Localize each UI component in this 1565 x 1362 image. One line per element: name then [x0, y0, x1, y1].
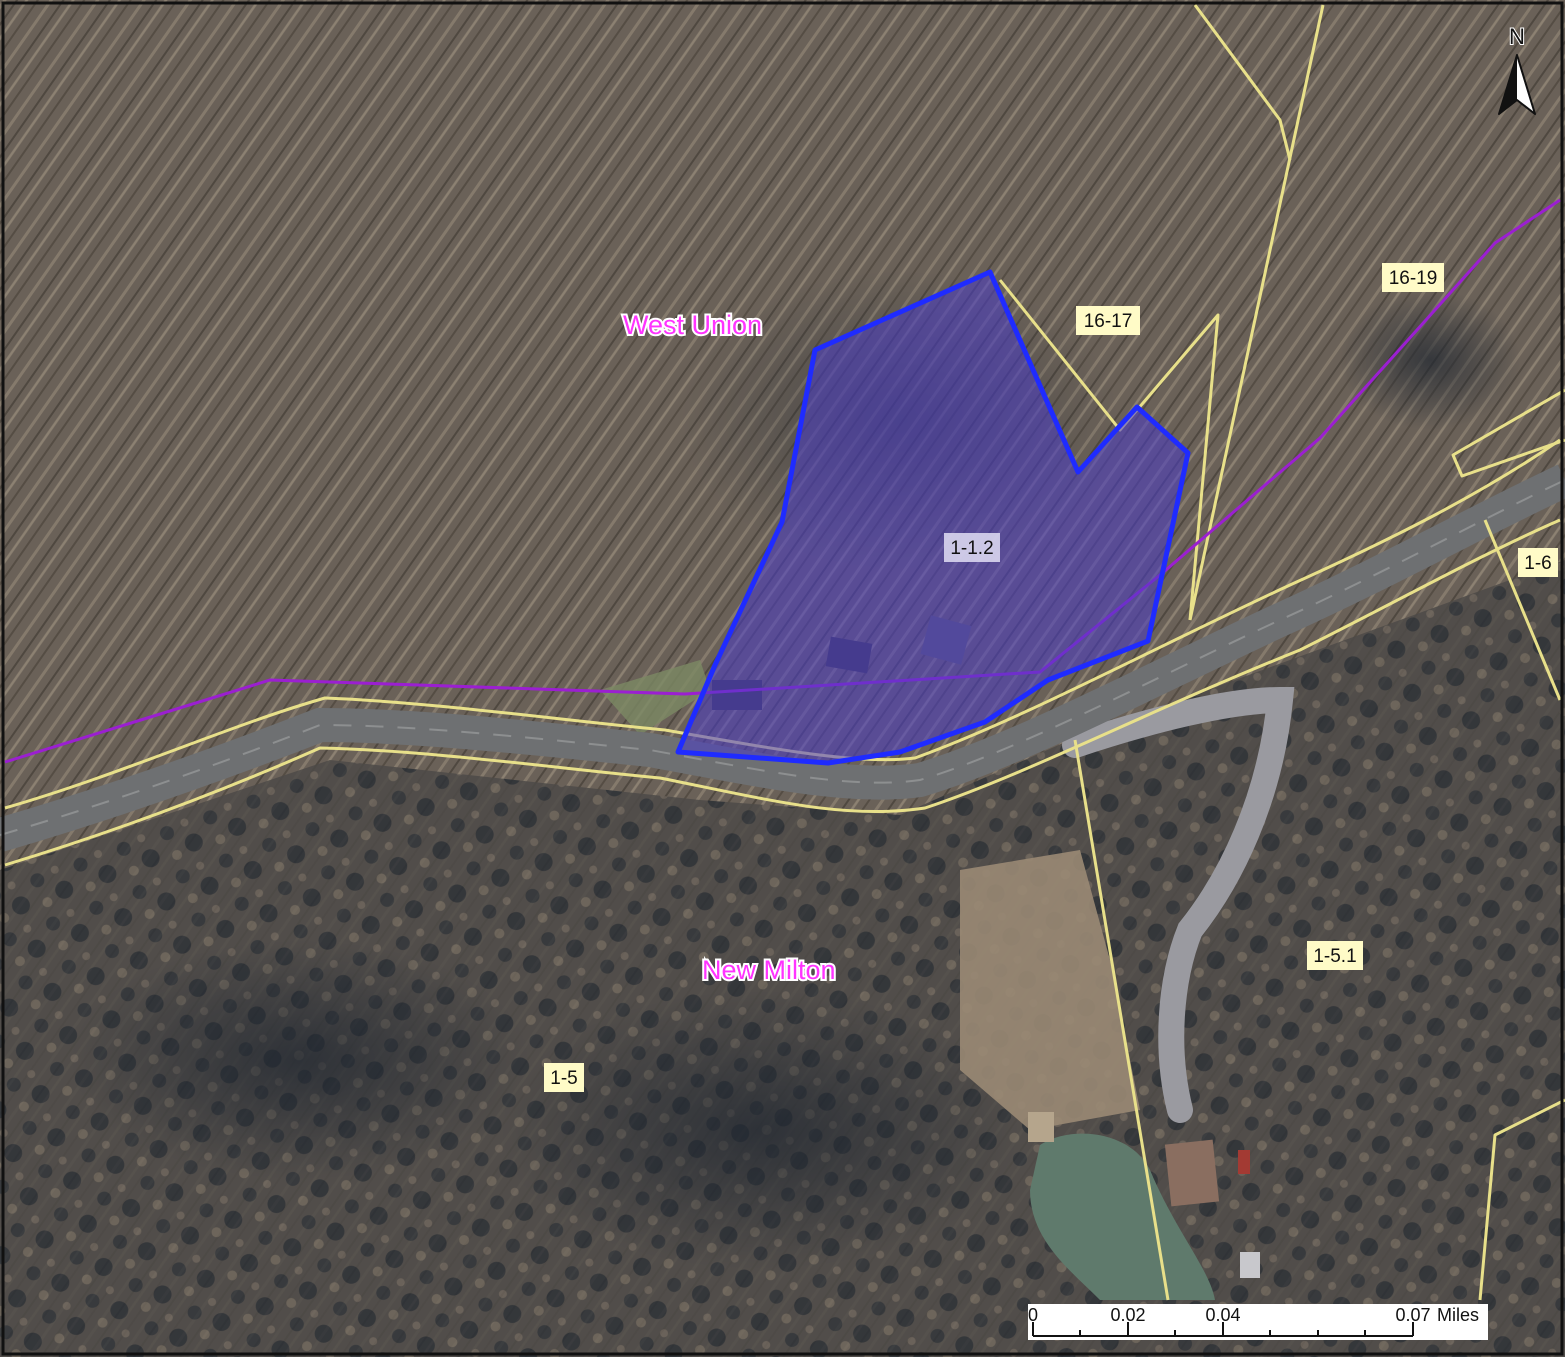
- north-arrow: N: [1498, 23, 1536, 115]
- district-label-new-milton: New Milton: [702, 955, 836, 985]
- scale-tick-0.07: 0.07: [1395, 1305, 1430, 1325]
- parcel-label-text: 1-6: [1524, 553, 1551, 574]
- scale-tick-0: 0: [1028, 1305, 1038, 1325]
- scale-unit: Miles: [1437, 1305, 1479, 1325]
- parcel-label-1-5[interactable]: 1-5: [544, 1063, 584, 1092]
- parcel-label-1-5.1[interactable]: 1-5.1: [1307, 941, 1363, 970]
- parcel-label-16-19[interactable]: 16-19: [1382, 263, 1444, 292]
- parcel-label-1-1.2[interactable]: 1-1.2: [944, 533, 1000, 562]
- scale-tick-0.04: 0.04: [1205, 1305, 1240, 1325]
- parcel-label-text: 16-17: [1084, 311, 1133, 332]
- parcel-label-text: 1-5: [550, 1068, 577, 1089]
- subject-parcel-polygon[interactable]: [675, 269, 1191, 766]
- parcel-label-16-17[interactable]: 16-17: [1076, 306, 1140, 335]
- parcel-label-1-6[interactable]: 1-6: [1518, 548, 1558, 577]
- north-arrow-label: N: [1509, 24, 1525, 49]
- scale-tick-0.02: 0.02: [1110, 1305, 1145, 1325]
- scale-bar: 0 0.02 0.04 0.07 Miles: [1028, 1304, 1488, 1340]
- district-label-west-union: West Union: [623, 310, 762, 340]
- parcel-label-text: 1-5.1: [1313, 946, 1356, 967]
- parcel-label-text: 16-19: [1389, 268, 1438, 289]
- parcel-label-text: 1-1.2: [950, 538, 993, 559]
